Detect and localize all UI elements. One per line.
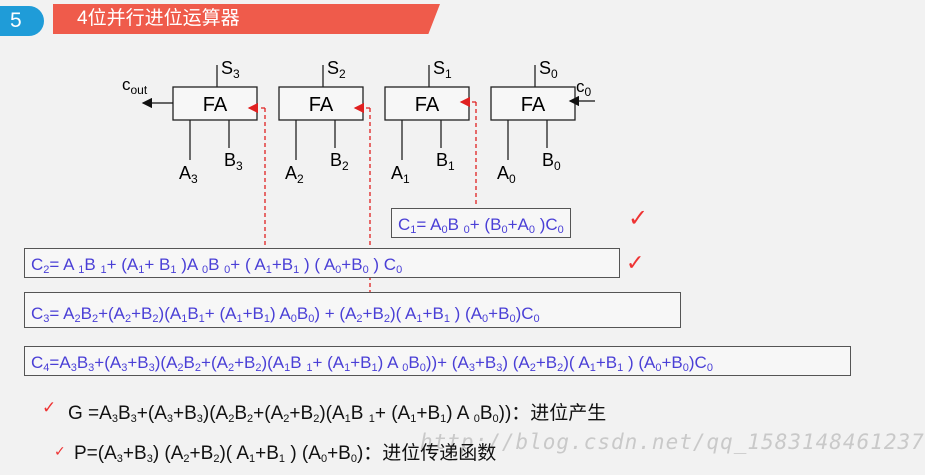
watermark-text: http://blog.csdn.net/qq_1583148461237 (420, 430, 925, 454)
formula-p: P=(A3+B3) (A2+B2)( A1+B1 ) (A0+B0)：进位传递函… (74, 443, 497, 465)
full-adder-block (384, 86, 470, 121)
check-mark-icon: ✓ (628, 205, 649, 232)
check-mark-icon: ✓ (626, 250, 645, 275)
full-adder-block (490, 86, 576, 121)
check-mark-icon: ✓ (54, 443, 66, 459)
sum-output-label: S3 (221, 58, 240, 81)
cout-label: cout (122, 75, 148, 97)
a-input-label: A2 (285, 163, 304, 186)
full-adder-label: FA (415, 94, 440, 116)
formula-c4: C4=A3B3+(A3+B3)(A2B2+(A2+B2)(A1B 1+ (A1+… (24, 346, 851, 376)
check-mark-icon: ✓ (42, 398, 57, 417)
a-input-label: A1 (391, 163, 410, 186)
full-adder-block (172, 86, 258, 121)
section-number-badge: 5 (0, 6, 44, 36)
b-input-label: B2 (330, 150, 349, 173)
full-adder-label: FA (521, 94, 546, 116)
formula-c2: C2= A 1B 1+ (A1+ B1 )A 0B 0+ ( A1+B1 ) (… (24, 248, 620, 278)
sum-output-label: S1 (433, 58, 452, 81)
a-input-label: A3 (179, 163, 198, 186)
b-input-label: B3 (224, 150, 243, 173)
slide-title: 4位并行进位运算器 (53, 4, 440, 34)
formula-g: G =A3B3+(A3+B3)(A2B2+(A2+B2)(A1B 1+ (A1+… (68, 403, 607, 425)
b-input-label: B1 (436, 150, 455, 173)
cin-label: c0 (576, 77, 592, 99)
formula-c3: C3= A2B2+(A2+B2)(A1B1+ (A1+B1) A0B0) + (… (24, 292, 681, 328)
full-adder-label: FA (203, 94, 228, 116)
sum-output-label: S0 (539, 58, 558, 81)
formula-c1: C1= A0B 0+ (B0+A0 )C0 (391, 208, 571, 238)
full-adder-block (278, 86, 364, 121)
full-adder-label: FA (309, 94, 334, 116)
a-input-label: A0 (497, 163, 516, 186)
sum-output-label: S2 (327, 58, 346, 81)
b-input-label: B0 (542, 150, 561, 173)
